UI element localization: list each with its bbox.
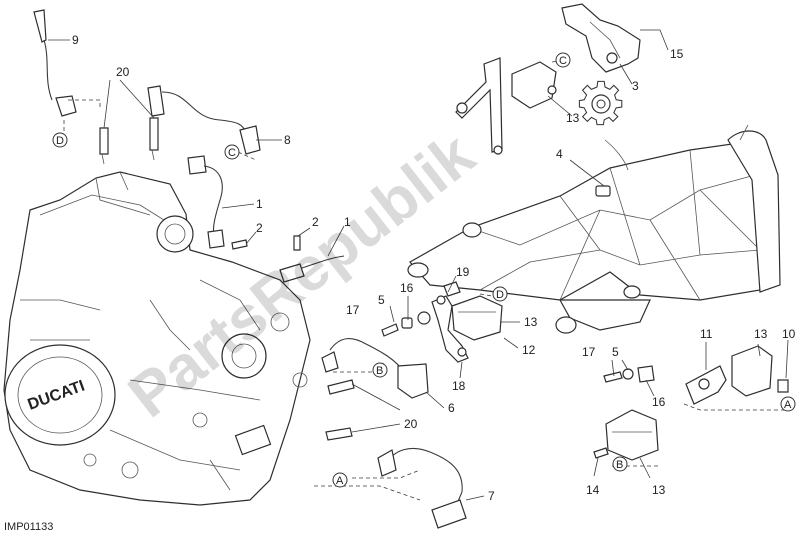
svg-text:B: B [376,365,383,377]
callout-6: 6 [448,401,455,415]
callout-2-b: 2 [312,215,319,229]
svg-text:A: A [336,475,344,487]
callout-10: 10 [782,327,796,341]
svg-text:A: A [784,399,792,411]
callout-19: 19 [456,265,470,279]
callout-20-lower: 20 [404,417,418,431]
ref-a-right: A [780,396,796,412]
diagram-code: IMP01133 [4,521,53,533]
spark-plugs-top [99,117,159,165]
callout-5-right: 5 [612,345,619,359]
callout-8: 8 [284,133,291,147]
callout-13-lower: 13 [652,483,666,497]
coil-unit-top [511,61,557,109]
callout-9: 9 [72,33,79,47]
plug-lead-6 [321,338,429,399]
plug-lead-7 [377,447,467,529]
trellis-frame [407,124,781,334]
ref-c-engine: C [224,144,240,160]
callout-16-left: 16 [400,281,414,295]
bolt-2-a [231,239,248,250]
callout-17-left: 17 [346,303,360,317]
coil-group-right [603,345,789,405]
svg-text:C: C [228,147,236,159]
ref-d-top: D [52,132,68,148]
svg-text:D: D [56,135,64,147]
callout-18: 18 [452,379,466,393]
plug-lead-9 [33,9,77,117]
sensor-middle [279,255,345,283]
callout-1-middle: 1 [344,215,351,229]
ref-c-frame: C [555,52,571,68]
svg-text:D: D [496,289,504,301]
svg-text:C: C [559,55,567,67]
engine-block: DUCATI [3,171,311,506]
leader-lines [48,29,789,501]
spark-plugs-lower [325,379,355,441]
callout-5-left: 5 [378,293,385,307]
callout-15: 15 [670,47,684,61]
plug-lead-8 [147,85,261,155]
callout-7: 7 [488,489,495,503]
callout-20-top: 20 [116,65,130,79]
mounting-bracket [455,57,503,155]
callout-12: 12 [522,343,536,357]
coil-unit-lower [593,409,659,461]
ref-d-frame: D [492,286,508,302]
callout-14: 14 [586,483,600,497]
cover-bracket [561,3,641,73]
callout-13-right: 13 [754,327,768,341]
hardware-left [381,311,431,337]
callout-2-a: 2 [256,221,263,235]
callout-13-top: 13 [566,111,580,125]
callout-17-right: 17 [582,345,596,359]
reference-markers: D C C D B B A A [52,52,796,488]
callout-13-middle: 13 [524,315,538,329]
ref-a-lead: A [332,472,348,488]
coil-unit-middle [451,295,503,341]
callout-1-upper: 1 [256,197,263,211]
callout-3: 3 [632,79,639,93]
callout-11: 11 [700,327,713,341]
callout-4: 4 [556,147,563,161]
svg-text:B: B [616,459,623,471]
ref-b-lower: B [612,456,628,472]
gear-icon [578,80,623,126]
callout-numbers: 9 20 8 1 2 2 1 15 3 13 4 19 16 5 17 13 1… [72,33,796,503]
sensor-upper [187,155,225,249]
ref-b-lead: B [372,362,388,378]
callout-16-right: 16 [652,395,666,409]
